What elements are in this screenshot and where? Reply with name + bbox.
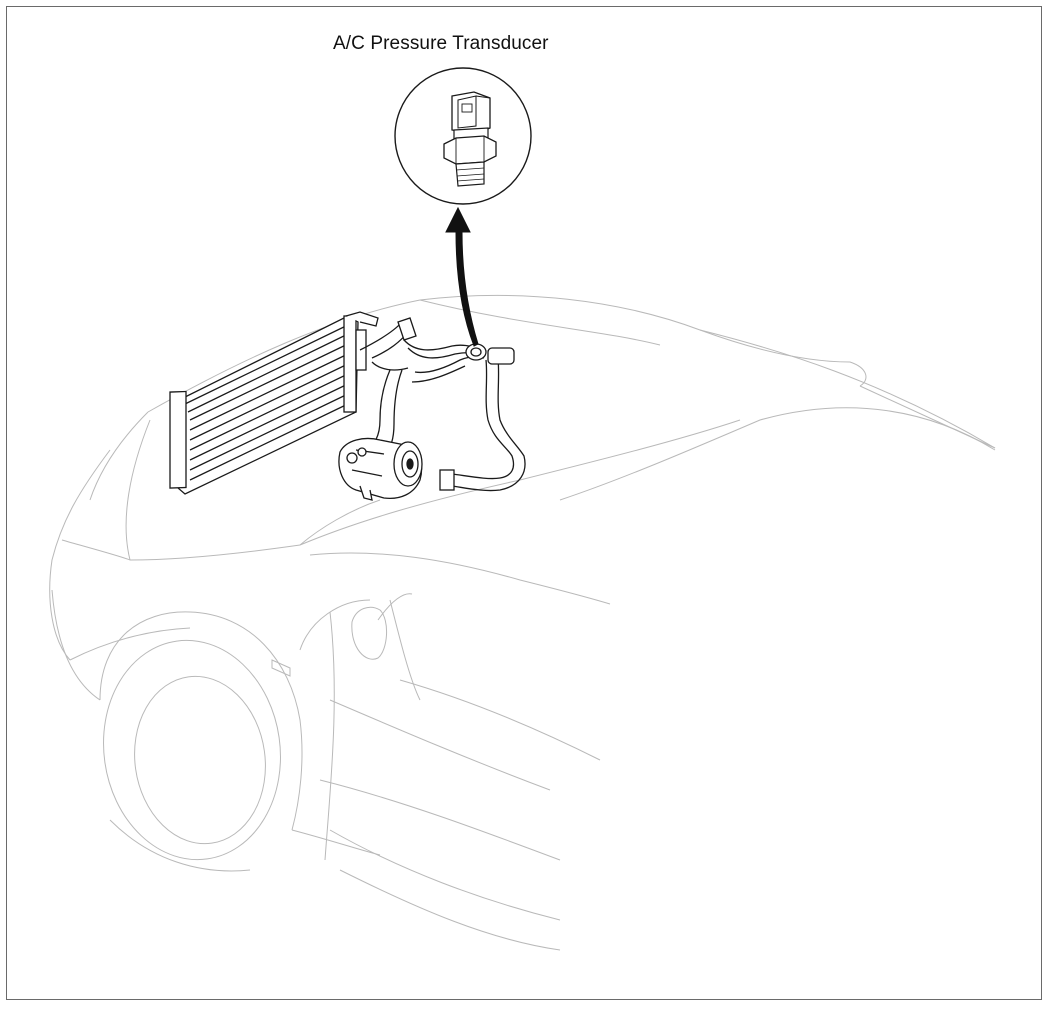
callout-arrow-icon: [445, 206, 479, 347]
condenser-radiator-icon: [169, 311, 379, 495]
pressure-transducer-callout-icon: [394, 67, 532, 205]
ac-compressor-icon: [338, 437, 423, 501]
diagram-frame: [6, 6, 1042, 1000]
callout-label: A/C Pressure Transducer: [333, 33, 549, 54]
transducer-mount-icon: [465, 343, 487, 361]
car-outline-icon: [49, 294, 996, 951]
